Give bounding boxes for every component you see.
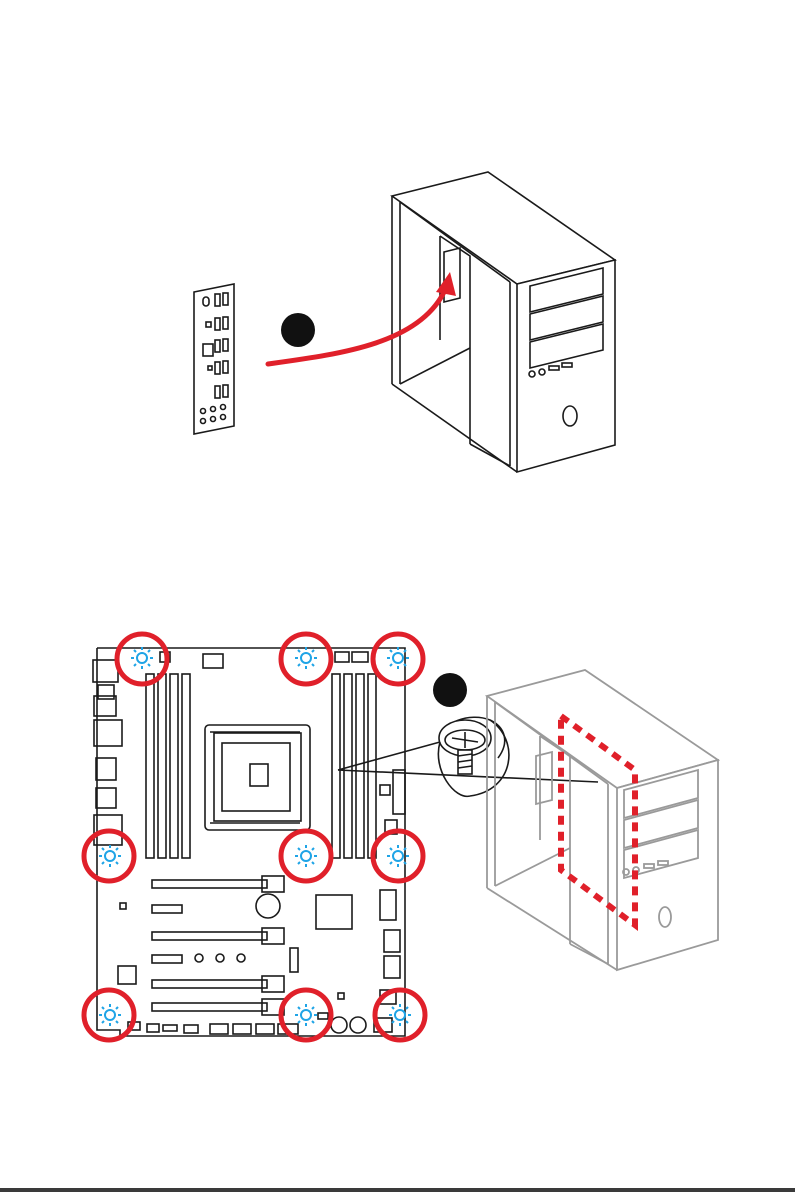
mounting-hole bbox=[375, 990, 425, 1040]
standoff-icon bbox=[99, 1004, 121, 1026]
mounting-hole bbox=[84, 990, 134, 1040]
standoff-icon bbox=[295, 1004, 317, 1026]
io-shield-icon bbox=[194, 284, 234, 434]
tower-case-icon bbox=[392, 172, 615, 472]
motherboard-icon bbox=[93, 648, 405, 1036]
standoff-icon bbox=[131, 647, 153, 669]
standoff-icon bbox=[295, 647, 317, 669]
mounting-hole bbox=[373, 831, 423, 881]
mounting-hole bbox=[373, 634, 423, 684]
standoff-icon bbox=[389, 1004, 411, 1026]
mounting-hole bbox=[84, 831, 134, 881]
step-badge-2 bbox=[433, 673, 467, 707]
step-badge-1 bbox=[281, 313, 315, 347]
tower-case-icon bbox=[487, 670, 718, 970]
mounting-holes bbox=[84, 634, 425, 1040]
mounting-hole bbox=[281, 634, 331, 684]
standoff-icon bbox=[295, 845, 317, 867]
standoff-icon bbox=[99, 845, 121, 867]
page-footer-rule bbox=[0, 1188, 795, 1192]
mounting-hole bbox=[281, 831, 331, 881]
mounting-hole bbox=[281, 990, 331, 1040]
